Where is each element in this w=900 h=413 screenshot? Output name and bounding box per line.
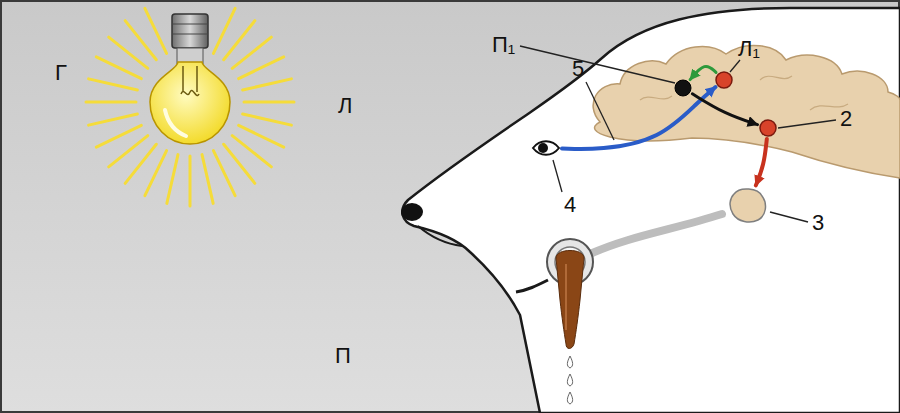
neuron-dot: Л₁ bbox=[715, 71, 733, 89]
light-ray bbox=[96, 57, 141, 79]
nerve-pathway bbox=[692, 94, 757, 125]
neuron-body bbox=[675, 80, 691, 96]
dog-mouth bbox=[418, 226, 462, 246]
callout-label: 2 bbox=[840, 108, 852, 130]
light-ray bbox=[167, 155, 178, 204]
light-ray bbox=[109, 136, 148, 167]
eye-white bbox=[533, 141, 559, 155]
light-ray bbox=[239, 57, 284, 79]
light-ray bbox=[213, 151, 235, 196]
gland-body bbox=[730, 189, 765, 222]
nerve-pathway bbox=[756, 139, 767, 185]
dog-eye-shape bbox=[532, 139, 560, 157]
saliva-fistula bbox=[547, 239, 593, 404]
light-ray bbox=[244, 101, 294, 104]
salivary-gland-shape bbox=[728, 186, 768, 224]
light-rays bbox=[86, 8, 294, 206]
light-ray bbox=[243, 79, 292, 90]
nerve-pathway bbox=[562, 87, 716, 149]
callout-label: 4 bbox=[564, 194, 576, 216]
salivary-gland: 3 bbox=[728, 186, 768, 224]
callout-label: Л₁ bbox=[738, 38, 760, 60]
neuron-dot-shape bbox=[759, 119, 777, 137]
neuron-dot: П₁ bbox=[674, 79, 692, 97]
dog-nose bbox=[401, 203, 423, 221]
light-ray bbox=[243, 114, 292, 125]
light-ray bbox=[232, 37, 271, 68]
neuron-body bbox=[760, 120, 776, 136]
light-ray bbox=[96, 125, 141, 147]
light-ray bbox=[239, 125, 284, 147]
dog-eye: 4 bbox=[532, 139, 560, 157]
light-ray bbox=[145, 151, 167, 196]
fistula-strap bbox=[516, 280, 548, 292]
neuron-dot-shape bbox=[715, 71, 733, 89]
brain bbox=[593, 45, 900, 178]
duct-tube bbox=[590, 214, 722, 254]
callout-label: П₁ bbox=[492, 34, 515, 56]
dog-head bbox=[402, 8, 900, 413]
light-ray bbox=[145, 8, 167, 53]
light-ray bbox=[125, 21, 156, 60]
light-ray bbox=[224, 144, 255, 183]
lamp bbox=[150, 14, 230, 144]
neuron-dot-shape bbox=[674, 79, 692, 97]
brain-folds bbox=[640, 76, 848, 110]
leader-lines bbox=[520, 46, 836, 222]
light-ray bbox=[89, 79, 138, 90]
eye-pupil bbox=[538, 143, 548, 153]
letter-label: П bbox=[335, 345, 351, 367]
neuron-body bbox=[716, 72, 732, 88]
light-ray bbox=[202, 155, 213, 204]
nerve-pathway bbox=[690, 66, 716, 79]
light-ray bbox=[89, 114, 138, 125]
light-ray bbox=[213, 8, 235, 53]
light-ray bbox=[189, 156, 192, 206]
light-ray bbox=[86, 101, 136, 104]
callout-label: 3 bbox=[812, 212, 824, 234]
letter-label: 5 bbox=[572, 58, 584, 80]
letter-label: Г bbox=[55, 62, 67, 84]
letter-label: Л bbox=[338, 95, 352, 117]
neuron-dot: 2 bbox=[759, 119, 777, 137]
